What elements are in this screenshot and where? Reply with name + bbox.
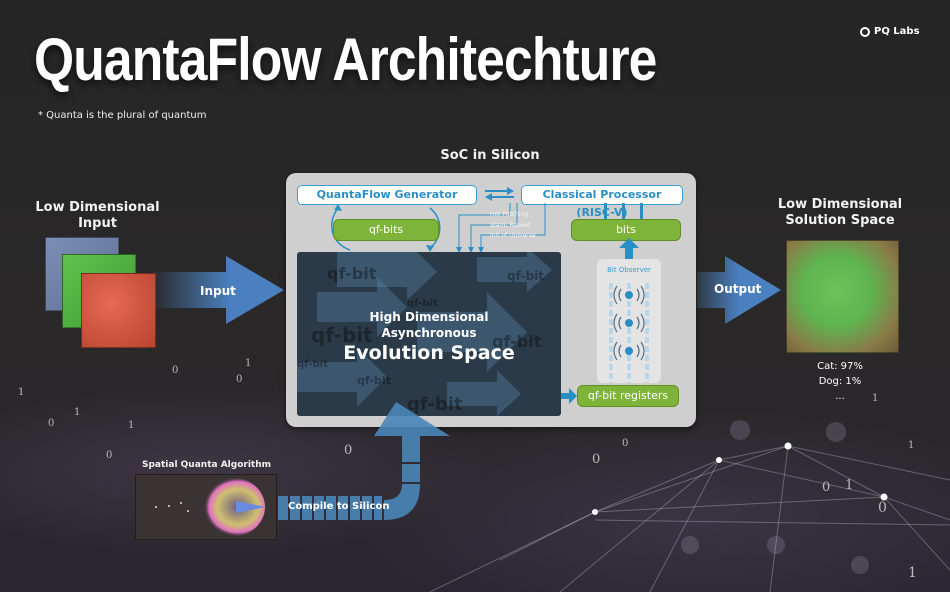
binary-digit: 0 xyxy=(172,365,179,376)
output-heading: Low Dimensional Solution Space xyxy=(770,197,910,229)
compile-to-silicon-label: Compile to Silicon xyxy=(288,501,390,512)
bits-block[interactable]: bits xyxy=(571,219,681,241)
input-arrow xyxy=(150,256,284,324)
svg-text:qf-bit: qf-bit xyxy=(327,264,377,283)
bidirectional-arrows-icon xyxy=(485,187,514,201)
binary-digit: 0 xyxy=(106,450,113,461)
compile-to-silicon-arrow xyxy=(278,402,450,520)
network-node xyxy=(880,493,888,501)
input-heading: Low Dimensional Input xyxy=(30,200,165,232)
binary-digit: 1 xyxy=(908,565,917,581)
classical-processor-box[interactable]: Classical Processor (RISC-V) xyxy=(521,185,683,219)
evolution-to-registers-arrow xyxy=(561,388,577,404)
svg-text:qf-bit: qf-bit xyxy=(507,269,544,283)
binary-digit: 0 xyxy=(878,500,887,516)
input-heading-line1: Low Dimensional xyxy=(35,200,160,215)
binary-digit: 0 xyxy=(236,374,243,385)
pq-logo-icon xyxy=(860,26,870,37)
svg-text:qf-bit: qf-bit xyxy=(492,332,542,351)
evolution-arrows-pattern: qf-bit qf-bit qf-bit qf-bit qf-bit qf-bi… xyxy=(297,252,552,416)
binary-digit: 1 xyxy=(18,387,25,398)
output-arrow-label: Output xyxy=(714,282,762,296)
binary-digit: 1 xyxy=(128,420,135,431)
brand-name: PQ Labs xyxy=(874,26,920,37)
input-red-channel-image xyxy=(81,273,156,348)
evolution-line1: High Dimensional xyxy=(369,310,489,324)
evolution-space-panel: qf-bit qf-bit qf-bit qf-bit qf-bit qf-bi… xyxy=(297,252,561,416)
page-title: QuantaFlow Architechture xyxy=(34,26,657,93)
bit-observer-label: Bit Observer xyxy=(607,266,651,274)
evolution-line2: Asynchronous xyxy=(381,326,477,340)
observer-sensors xyxy=(609,283,649,383)
svg-text:qf-bit: qf-bit xyxy=(407,298,438,309)
bit-observer-panel: Bit Observer xyxy=(597,259,661,383)
network-node xyxy=(716,457,722,463)
qf-bit-registers-block[interactable]: qf-bit registers xyxy=(577,385,679,407)
algorithm-cone-graphic xyxy=(155,477,266,537)
signal-init-of-universe: Init of Universe xyxy=(490,232,536,239)
binary-digit: 1 xyxy=(872,393,879,404)
output-heading-line2: Solution Space xyxy=(785,213,895,228)
output-heading-line1: Low Dimensional xyxy=(777,197,903,212)
observer-up-arrow xyxy=(619,238,639,260)
qf-bits-block[interactable]: qf-bits xyxy=(333,219,439,241)
binary-digit: 0 xyxy=(344,443,353,458)
qf-bits-loop-arrows xyxy=(331,204,441,252)
binary-digit: 1 xyxy=(845,478,854,493)
svg-text:qf-bit: qf-bit xyxy=(297,359,328,370)
input-arrow-label: Input xyxy=(200,284,236,298)
binary-digit: 0 xyxy=(822,480,831,495)
binary-digit: 0 xyxy=(592,452,601,467)
evolution-line3: Evolution Space xyxy=(343,342,515,364)
result-cat: Cat: 97% xyxy=(817,361,863,372)
binary-digit: 0 xyxy=(622,438,629,449)
result-more: ... xyxy=(835,391,845,402)
quantaflow-generator-box[interactable]: QuantaFlow Generator xyxy=(297,185,477,205)
binary-digit: 1 xyxy=(908,440,915,451)
binary-digit: 1 xyxy=(245,358,252,369)
title-footnote: * Quanta is the plural of quantum xyxy=(38,110,207,121)
binary-digit: 0 xyxy=(48,418,55,429)
signal-hot-patching: Hot Patching xyxy=(490,211,529,218)
output-arrow xyxy=(697,256,781,324)
binary-digit: 1 xyxy=(74,407,81,418)
brand-logo[interactable]: PQ Labs xyxy=(860,26,920,37)
network-node xyxy=(784,442,792,450)
algorithm-label: Spatial Quanta Algorithm xyxy=(141,460,271,470)
soc-title: SoC in Silicon xyxy=(440,148,540,163)
bits-to-processor-arrows xyxy=(604,203,643,219)
svg-text:qf-bit: qf-bit xyxy=(357,374,391,387)
solution-image xyxy=(786,240,899,353)
input-heading-line2: Input xyxy=(78,216,117,231)
network-node xyxy=(592,509,598,515)
svg-text:qf-bit: qf-bit xyxy=(407,394,463,415)
control-signal-lines xyxy=(456,203,546,253)
algorithm-visualization xyxy=(135,474,277,540)
result-dog: Dog: 1% xyxy=(818,376,862,387)
signal-warm-reboot: Warm Reboot xyxy=(490,222,531,229)
svg-text:qf-bit: qf-bit xyxy=(311,323,373,347)
